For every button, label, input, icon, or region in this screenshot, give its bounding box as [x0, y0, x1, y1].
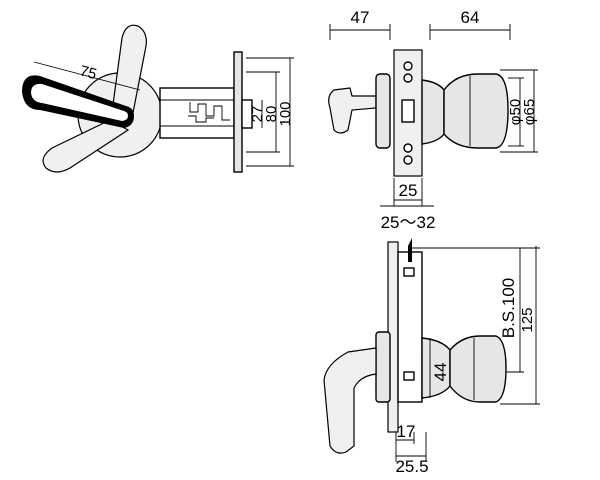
dim-27-label: 27: [249, 106, 266, 123]
right-rose: [421, 79, 445, 145]
side-view: 44 B.S.100 125 17 25.5: [323, 238, 540, 476]
dim-17-label: 17: [397, 422, 416, 441]
dim-100-label: 100: [277, 101, 294, 126]
latch-mechanism: [189, 102, 230, 121]
lever-main-inner: [31, 83, 128, 121]
dim-phi65-label: φ65: [521, 99, 538, 125]
dim-25-label: 25: [399, 181, 418, 200]
dim-64-label: 64: [461, 8, 480, 27]
strike-hole: [401, 99, 415, 123]
front-view: 47 64 φ50 φ65 25 25～32: [328, 8, 538, 232]
latch-bolt: [241, 99, 253, 129]
dim-47-label: 47: [351, 8, 370, 27]
side-lever: [323, 347, 377, 454]
latch-tip: [408, 238, 412, 262]
front-plate: [233, 51, 243, 173]
lever-ghost-up: [111, 24, 147, 119]
lever-side: [328, 87, 377, 134]
dim-bs100-label: B.S.100: [499, 278, 518, 339]
dim-80-label: 80: [263, 106, 280, 123]
dim-25-5-label: 25.5: [395, 457, 428, 476]
knob: [443, 73, 509, 149]
dim-25-32-label: 25～32: [381, 213, 436, 232]
left-rose: [375, 73, 391, 149]
side-knob: [449, 335, 507, 403]
side-left-rose: [375, 331, 391, 403]
latch-body: [159, 87, 235, 139]
dim-44-label: 44: [431, 363, 450, 382]
dim-phi50-label: φ50: [507, 99, 524, 125]
dim-125-label: 125: [519, 307, 536, 332]
lever-ghost-down: [42, 119, 130, 173]
dim-75-line: [33, 61, 141, 91]
left-view: 75 38 27 80 100: [22, 24, 294, 173]
dim-75-label: 75: [78, 62, 99, 83]
